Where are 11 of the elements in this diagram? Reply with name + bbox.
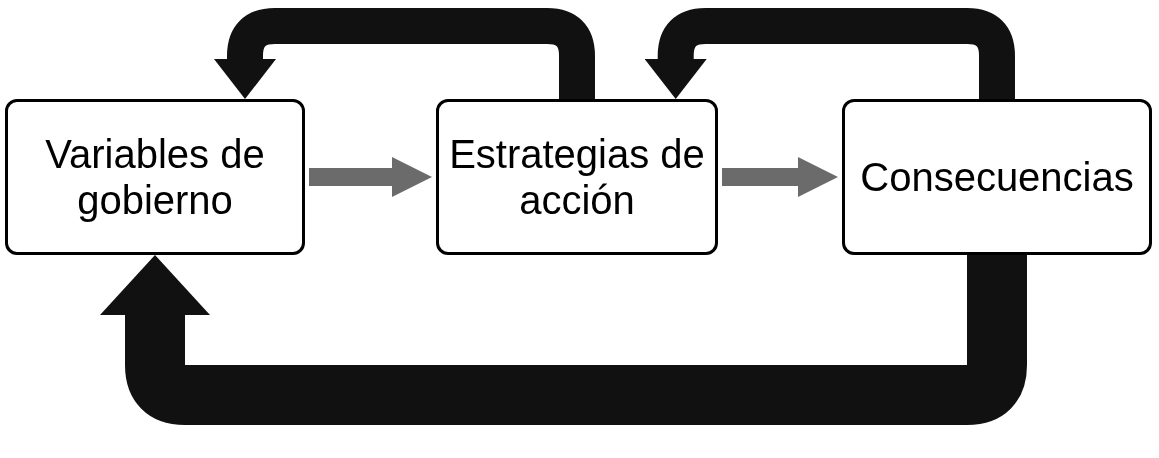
arrow xyxy=(100,255,1027,425)
process-box xyxy=(842,99,1152,255)
box-label: Estrategias de acción xyxy=(448,131,706,223)
box-label: Consecuencias xyxy=(860,154,1134,200)
process-box xyxy=(5,99,305,255)
arrow xyxy=(644,8,1015,99)
box-label: Variables de gobierno xyxy=(44,131,266,223)
arrow xyxy=(309,157,432,197)
process-box xyxy=(436,99,718,255)
arrow xyxy=(214,8,595,99)
arrow xyxy=(722,157,838,197)
